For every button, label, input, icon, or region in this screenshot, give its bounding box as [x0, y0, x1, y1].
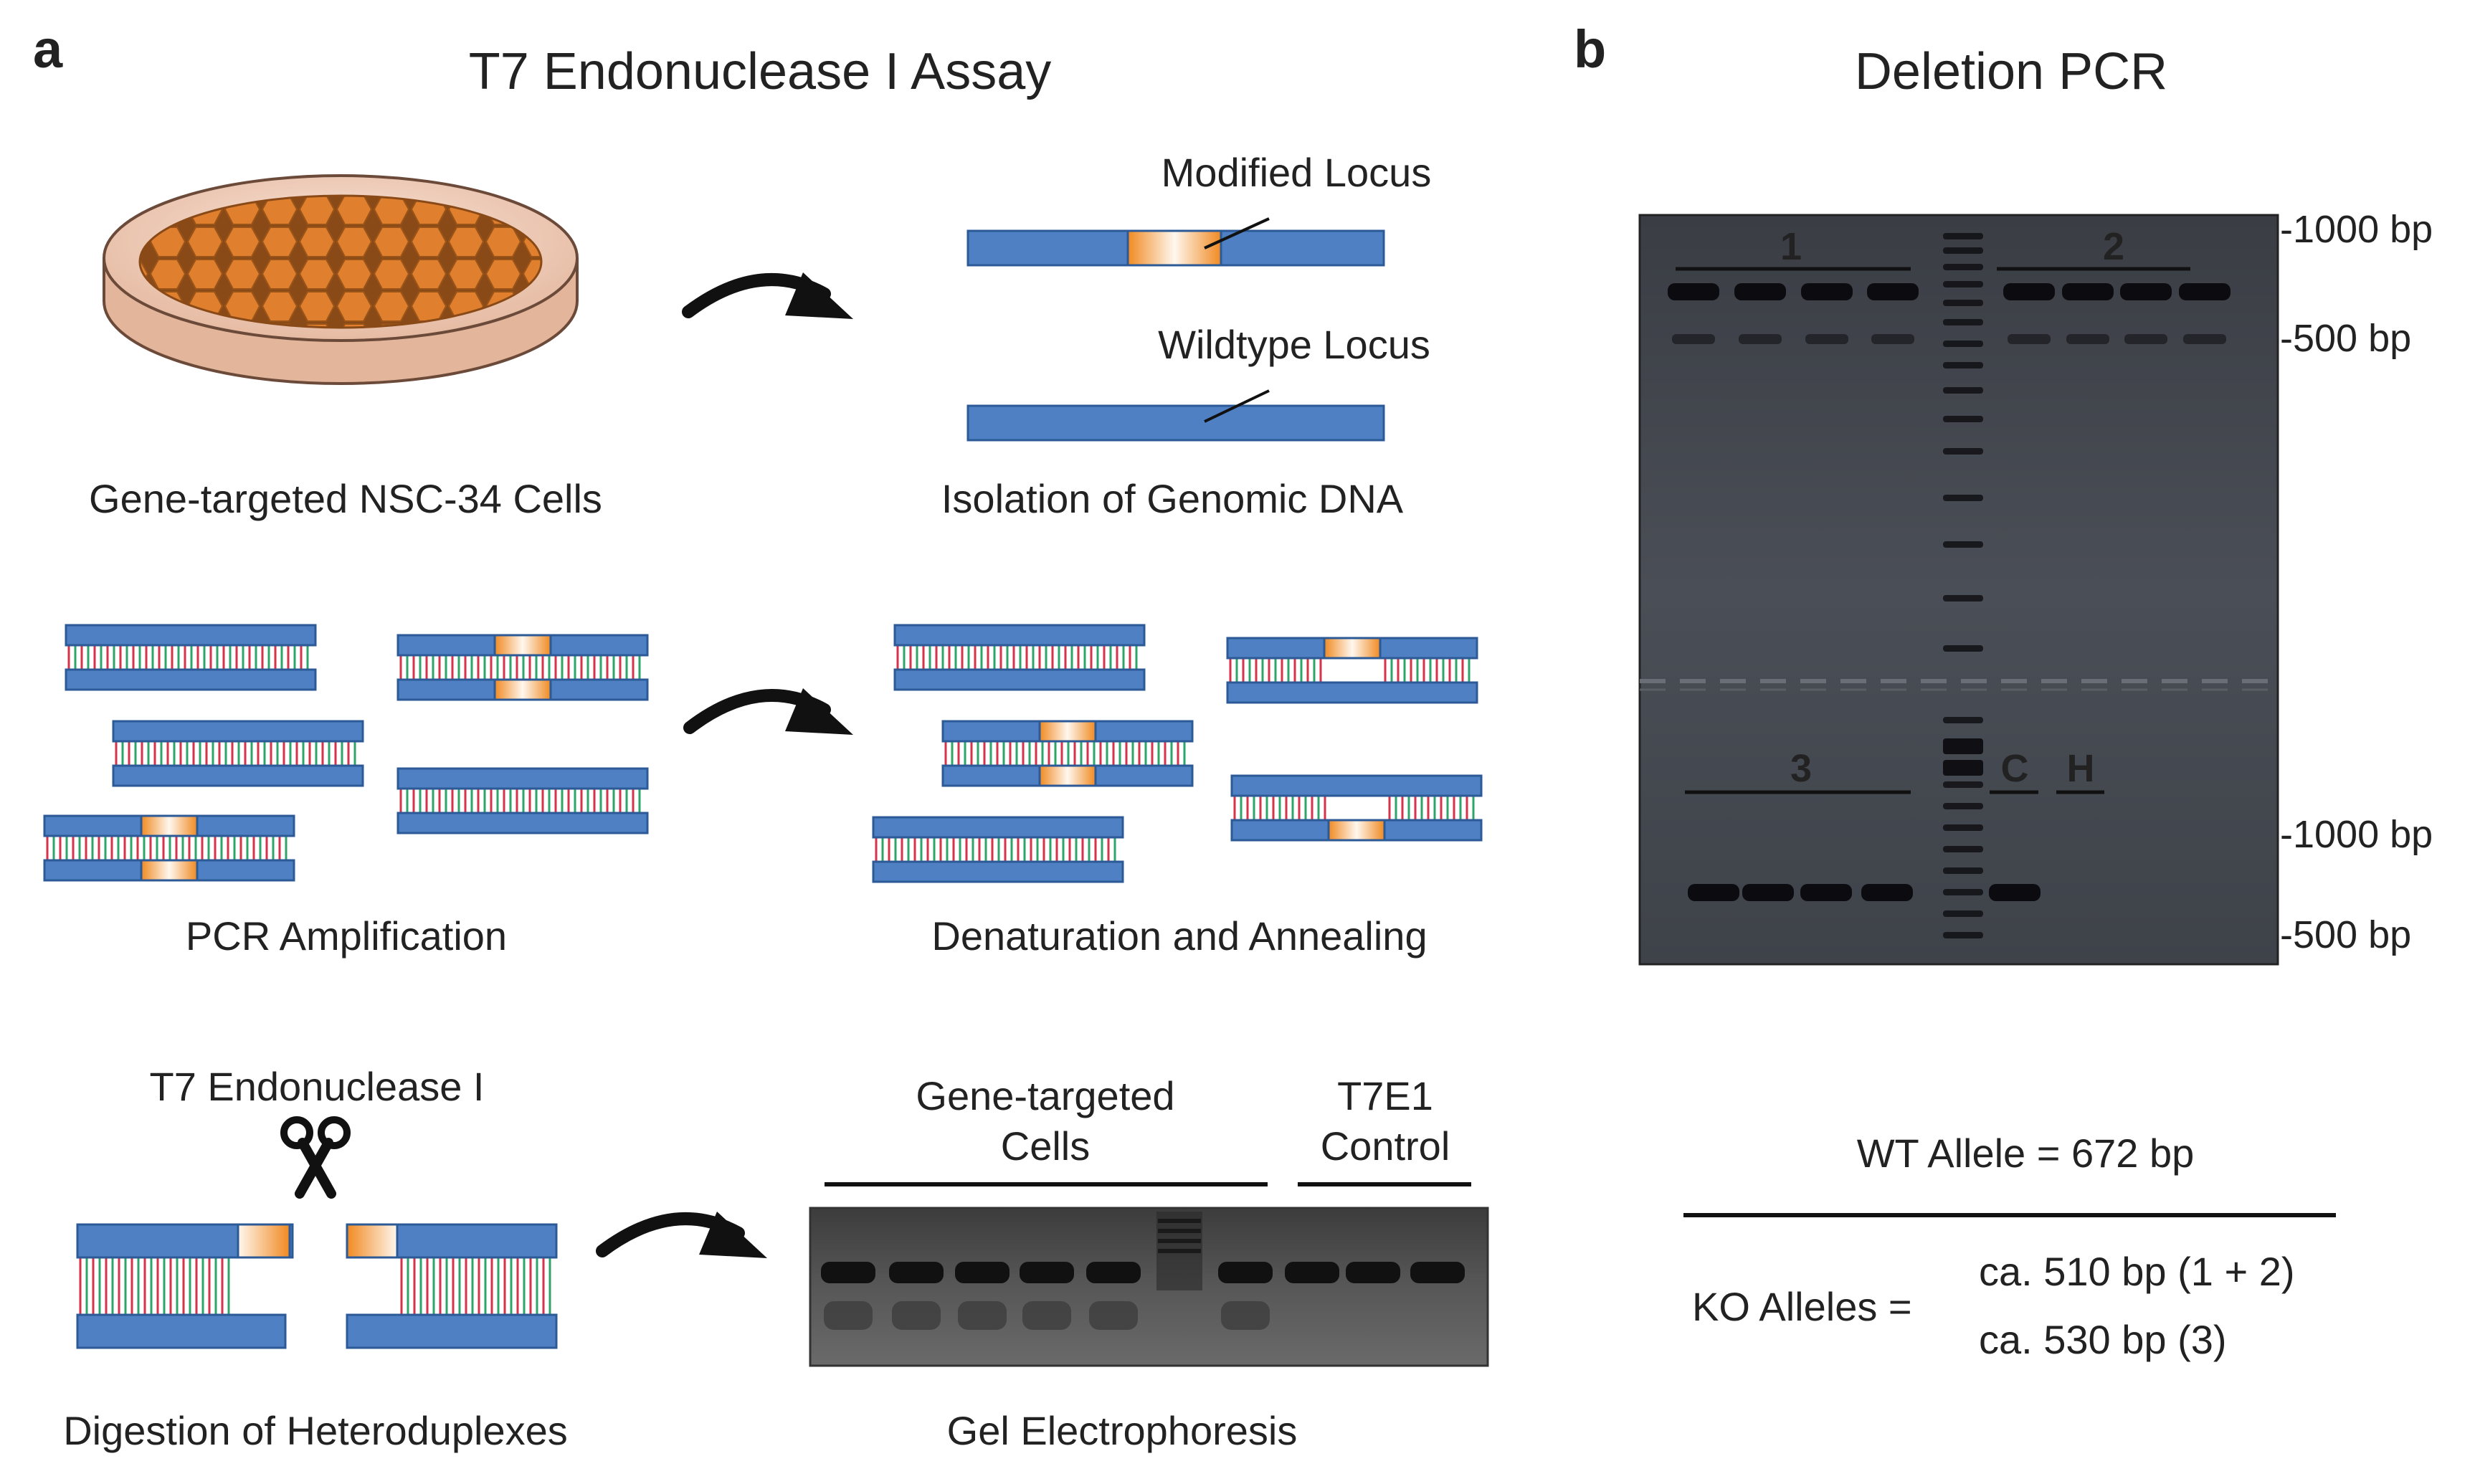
gel-group1-label-line1: Gene-targeted [916, 1073, 1174, 1118]
dna-duplex [893, 624, 1146, 691]
panel-b-label: b [1574, 19, 1606, 79]
gel-image-a [809, 1207, 1489, 1367]
panel-b-title: Deletion PCR [1855, 43, 2167, 100]
marker-bottom-500: -500 bp [2280, 913, 2411, 956]
lane-group-1-label: 1 [1780, 225, 1802, 268]
wildtype-locus-pointer [1204, 389, 1270, 423]
dna-duplex [872, 816, 1124, 883]
marker-top-1000: -1000 bp [2280, 208, 2433, 251]
heteroduplex-group [872, 624, 1483, 883]
step3-caption: PCR Amplification [186, 913, 507, 959]
step5-caption: Digestion of Heteroduplexes [63, 1408, 568, 1453]
dna-duplex [1226, 637, 1478, 704]
gel-group2-label-line2: Control [1321, 1123, 1450, 1169]
cut-duplex-right [346, 1223, 558, 1349]
gel-group1-label-line2: Cells [1001, 1123, 1090, 1169]
lane-h-label: H [2067, 747, 2095, 790]
marker-top-500: -500 bp [2280, 317, 2411, 360]
gel-group2-label-line1: T7E1 [1337, 1073, 1433, 1118]
dna-duplex [1230, 774, 1483, 842]
modified-locus-pointer [1204, 217, 1270, 249]
ko-allele-value-1: ca. 510 bp (1 + 2) [1979, 1249, 2295, 1294]
modified-locus-label: Modified Locus [1162, 150, 1432, 195]
marker-bottom-1000: -1000 bp [2280, 813, 2433, 856]
panel-a-label: a [33, 19, 63, 79]
dna-duplex [65, 624, 317, 691]
lane-c-label: C [2001, 747, 2029, 790]
petri-dish-icon [103, 174, 579, 385]
panel-a-title: T7 Endonuclease I Assay [469, 43, 1052, 100]
dna-duplex [43, 814, 295, 882]
scissors-icon [280, 1116, 351, 1199]
curved-arrow-icon [683, 688, 853, 735]
enzyme-label: T7 Endonuclease I [150, 1064, 485, 1109]
gel-image-b [1638, 214, 2279, 966]
curved-arrow-icon [682, 272, 853, 319]
dna-duplex [396, 767, 649, 834]
digested-duplex-group [76, 1223, 558, 1349]
modified-locus-strand [966, 229, 1385, 267]
ko-alleles-label: KO Alleles = [1692, 1284, 1912, 1329]
wt-allele-text: WT Allele = 672 bp [1857, 1131, 2195, 1176]
wildtype-locus-strand [966, 404, 1385, 442]
step4-caption: Denaturation and Annealing [931, 913, 1427, 959]
curved-arrow-icon [596, 1212, 767, 1258]
lane-group-2-label: 2 [2103, 225, 2124, 268]
ko-allele-value-2: ca. 530 bp (3) [1979, 1317, 2227, 1362]
dna-duplex [112, 720, 364, 787]
dna-duplex [941, 720, 1194, 787]
wildtype-locus-label: Wildtype Locus [1158, 322, 1430, 367]
dna-duplex [396, 634, 649, 701]
step6-caption: Gel Electrophoresis [947, 1408, 1298, 1453]
step2-caption: Isolation of Genomic DNA [941, 476, 1404, 521]
cut-duplex-left [76, 1223, 294, 1349]
step1-caption: Gene-targeted NSC-34 Cells [89, 476, 602, 521]
lane-group-3-label: 3 [1790, 747, 1812, 790]
pcr-duplex-group [43, 624, 649, 882]
